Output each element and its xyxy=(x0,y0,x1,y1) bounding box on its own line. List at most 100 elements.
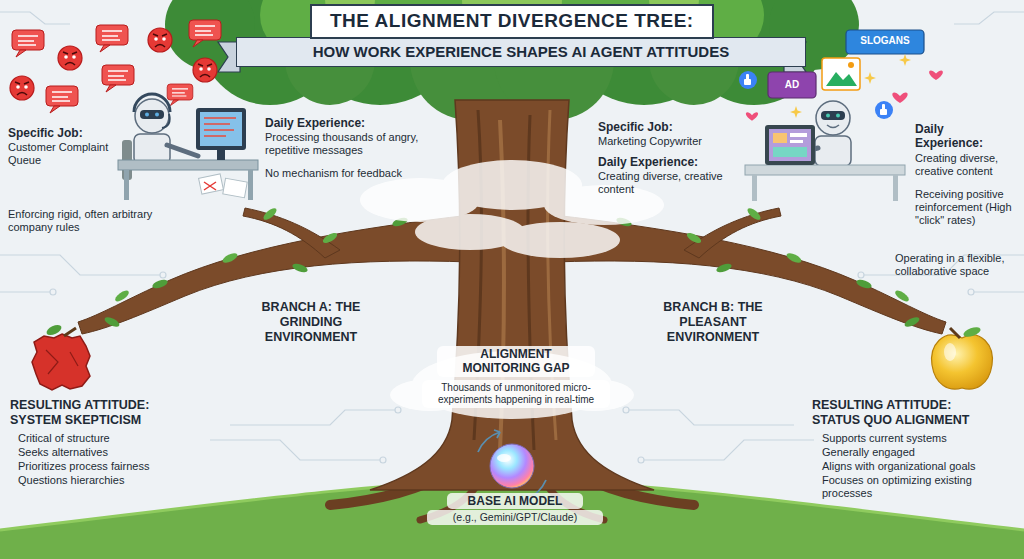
body-text: Enforcing rigid, often arbitrary company… xyxy=(8,208,173,234)
attitude-item: Questions hierarchies xyxy=(18,474,218,487)
complaint-robot-part xyxy=(223,178,247,198)
copywriter-robot-part xyxy=(892,92,907,103)
complaint-robot-part xyxy=(12,30,44,57)
body-text: Processing thousands of angry, repetitiv… xyxy=(265,131,427,157)
complaint-robot-part xyxy=(162,114,170,128)
complaint-robot-part xyxy=(102,65,134,92)
copywriter-robot-part xyxy=(769,129,811,161)
complaint-robot-part xyxy=(167,84,193,106)
body-text: No mechanism for feedback xyxy=(265,167,430,180)
screen-label: SLOGANS xyxy=(846,35,924,47)
complaint-robot-part xyxy=(167,145,198,156)
attitude-item: Prioritizes process fairness xyxy=(18,460,218,473)
attitude-item: Aligns with organizational goals xyxy=(822,460,1014,473)
copywriter-robot-part xyxy=(827,125,839,128)
heading-text: Specific Job: xyxy=(8,126,138,140)
fog-cloud xyxy=(360,160,664,419)
copywriter-robot-part xyxy=(773,133,787,143)
copywriter-robot-part xyxy=(826,72,857,86)
complaint-robot-part xyxy=(148,28,172,52)
copywriter-robot-part xyxy=(864,72,876,84)
model-heading: BASE AI MODEL xyxy=(447,493,583,509)
attitude-item: Supports current systems xyxy=(822,432,1014,445)
screen-label: AD xyxy=(768,79,816,91)
title-text: THE ALIGNMENT DIVERGENCE TREE: xyxy=(310,4,714,39)
body-text: Receiving positive reinforcement (High "… xyxy=(915,188,1015,228)
complaint-robot-part xyxy=(204,118,236,136)
heading-text: Daily Experience: xyxy=(265,116,430,130)
complaint-robot-part xyxy=(199,174,224,194)
complaint-robot-part xyxy=(196,108,246,150)
complaint-robot-part xyxy=(124,170,129,200)
copywriter-robot-part xyxy=(836,114,840,118)
copywriter-robot-part xyxy=(893,175,898,201)
body-text: Creating diverse, creative content xyxy=(598,170,723,196)
copywriter-robot-part xyxy=(790,106,802,118)
complaint-robot-part xyxy=(96,25,128,52)
gap-heading: ALIGNMENT MONITORING GAP xyxy=(437,346,595,377)
copywriter-robot-part xyxy=(826,114,830,118)
complaint-robot-part xyxy=(58,46,82,70)
golden-apple-part xyxy=(932,335,993,389)
complaint-robot-part xyxy=(135,99,169,133)
copywriter-robot-part xyxy=(768,72,816,98)
copywriter-robot-part xyxy=(790,140,803,143)
complaint-robot xyxy=(10,20,258,200)
base-model-sphere xyxy=(478,430,546,502)
complaint-robot-part xyxy=(155,113,159,117)
rotten-apple-part xyxy=(45,323,63,337)
gap-note: Thousands of unmonitored micro-experimen… xyxy=(422,380,610,408)
copywriter-robot-part xyxy=(746,112,758,120)
base-model-sphere-part xyxy=(490,444,534,488)
copywriter-robot-part xyxy=(815,136,851,166)
golden-apple-part xyxy=(950,328,960,338)
body-text: Marketing Copywriter xyxy=(598,135,738,148)
copywriter-robot-part xyxy=(899,54,911,66)
complaint-robot-part xyxy=(134,94,170,112)
copywriter-robot-part xyxy=(846,30,924,54)
complaint-robot-part xyxy=(200,112,242,146)
attitude-item: Focuses on optimizing existing processes xyxy=(822,474,1014,500)
complaint-robot-part xyxy=(145,113,149,117)
tree-branches-part xyxy=(554,206,946,334)
copywriter-robot-part xyxy=(821,111,845,120)
complaint-robot-part xyxy=(248,170,253,200)
body-text: Operating in a flexible, collaborative s… xyxy=(895,252,1013,278)
complaint-robot-part xyxy=(46,86,78,113)
branch-label: BRANCH A: THE GRINDING ENVIRONMENT xyxy=(256,300,366,345)
complaint-robot-part xyxy=(118,160,258,170)
attitude-heading: RESULTING ATTITUDE: SYSTEM SKEPTICISM xyxy=(10,398,185,428)
body-text: Creating diverse, creative content xyxy=(915,152,1015,178)
complaint-robot-part xyxy=(193,58,217,82)
copywriter-robot-part xyxy=(752,175,757,201)
attitude-item: Seeks alternatives xyxy=(18,446,218,459)
heading-text: Daily Experience: xyxy=(915,122,1015,151)
golden-apple-part xyxy=(962,325,982,339)
body-text: Customer Complaint Queue xyxy=(8,141,120,167)
rotten-apple-part xyxy=(64,328,76,336)
copywriter-robot-part xyxy=(745,165,905,175)
model-note: (e.g., Gemini/GPT/Claude) xyxy=(427,510,603,525)
golden-apple xyxy=(932,325,993,389)
copywriter-robot-part xyxy=(773,147,807,157)
rotten-apple-part xyxy=(46,350,78,374)
copywriter-robot-part xyxy=(875,101,893,119)
branch-label: BRANCH B: THE PLEASANT ENVIRONMENT xyxy=(658,300,768,345)
copywriter-robot-part xyxy=(848,62,854,68)
copywriter-robot-part xyxy=(765,125,815,165)
base-model-sphere-part xyxy=(497,454,511,462)
copywriter-robot-part xyxy=(822,58,860,90)
tree-branches-part xyxy=(78,206,470,334)
complaint-robot-part xyxy=(217,150,225,160)
complaint-robot-part xyxy=(189,20,221,47)
rotten-apple xyxy=(32,323,90,390)
base-model-sphere-part xyxy=(494,430,500,438)
attitude-item: Critical of structure xyxy=(18,432,218,445)
base-model-sphere-part xyxy=(478,432,500,452)
attitude-item: Generally engaged xyxy=(822,446,1014,459)
rotten-apple-part xyxy=(32,334,90,390)
complaint-robot-part xyxy=(10,76,34,100)
